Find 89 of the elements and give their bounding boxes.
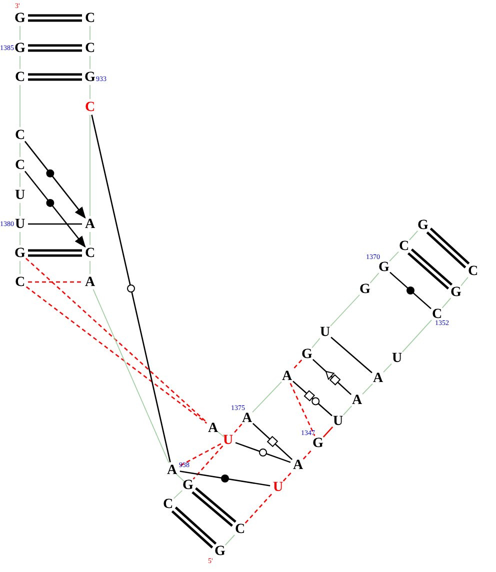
nucleotide-letter: C — [14, 128, 26, 142]
connector — [180, 470, 270, 486]
nucleotide-letter: U — [319, 324, 331, 340]
connector — [28, 223, 82, 225]
connector — [252, 422, 293, 460]
dashed-connector — [192, 446, 224, 480]
nucleotide-letter: A — [84, 216, 96, 232]
nucleotide-letter: G — [182, 478, 194, 492]
connector — [92, 288, 170, 464]
nucleotide-letter: C — [398, 238, 410, 254]
dashed-connector — [26, 286, 208, 424]
connector — [224, 534, 236, 546]
nucleotide-letter: A — [207, 420, 219, 436]
connector — [91, 114, 171, 462]
nucleotide-letter: C — [84, 10, 96, 26]
nucleotide-letter: U — [222, 432, 234, 448]
nucleotide-letter: C — [162, 496, 174, 512]
nucleotide-letter: C — [14, 158, 26, 172]
nucleotide-letter: G — [84, 70, 96, 84]
nucleotide-letter: U — [14, 188, 26, 202]
nucleotide-letter: G — [312, 436, 324, 450]
double-line — [191, 486, 237, 528]
dashed-connector — [232, 424, 242, 434]
connector — [216, 430, 224, 438]
dashed-connector — [28, 281, 82, 283]
connector — [330, 336, 372, 374]
connector — [292, 380, 332, 416]
nucleotide-letter: C — [14, 70, 26, 84]
double-line — [426, 227, 470, 269]
connector — [390, 272, 432, 310]
connector — [24, 170, 86, 248]
connector — [442, 298, 452, 308]
double-line — [26, 73, 84, 81]
nucleotide-letter: A — [281, 368, 293, 384]
dashed-connector — [290, 382, 316, 436]
nucleotide-letter: G — [14, 10, 26, 26]
connector — [322, 426, 334, 438]
connector — [460, 276, 468, 286]
nucleotide-letter: G — [301, 346, 313, 362]
nucleotide-letter: G — [14, 40, 26, 56]
nucleotide-letter: G — [450, 284, 462, 300]
connector — [342, 406, 352, 416]
nucleotide-letter: A — [166, 462, 178, 478]
double-line — [407, 248, 453, 290]
connector — [362, 383, 373, 395]
connector — [402, 320, 432, 352]
connector — [408, 230, 418, 240]
connector — [312, 358, 352, 396]
nucleotide-letter: U — [391, 350, 403, 366]
nucleotide-letter: C — [84, 40, 96, 56]
nucleotide-letter: U — [272, 480, 284, 494]
double-line — [171, 506, 217, 549]
nucleotide-letter: G — [214, 544, 226, 558]
dashed-connector — [282, 470, 294, 482]
connector — [175, 473, 185, 482]
double-line — [26, 44, 84, 52]
nucleotide-letter: G — [359, 282, 371, 296]
nucleotide-letter: C — [84, 100, 96, 114]
nucleotide-letter: A — [84, 274, 96, 290]
connector — [312, 338, 320, 348]
dashed-connector — [302, 448, 314, 460]
connector — [173, 490, 183, 499]
nucleotide-letter: A — [351, 392, 363, 408]
nucleotide-letter: U — [14, 216, 26, 232]
nucleotide-letter: G — [378, 260, 390, 274]
nucleotide-letter: A — [241, 410, 253, 426]
connector — [24, 140, 86, 219]
dashed-connector — [178, 443, 222, 467]
nucleotide-letter: A — [372, 370, 384, 386]
nucleotide-letter: C — [84, 246, 96, 260]
nucleotide-letter: U — [332, 414, 344, 428]
nucleotide-letter: C — [467, 264, 479, 278]
dashed-connector — [25, 258, 208, 424]
connector — [370, 272, 380, 284]
connector — [389, 251, 399, 262]
nucleotide-letter: G — [417, 218, 429, 232]
dashed-connector — [292, 359, 302, 371]
nucleotide-letter: C — [431, 306, 443, 322]
connector — [252, 381, 282, 413]
double-line — [26, 249, 84, 257]
nucleotide-letter: A — [292, 458, 304, 472]
nucleotide-letter: C — [14, 274, 26, 290]
double-line — [26, 14, 84, 22]
connector — [330, 294, 360, 327]
connector — [235, 442, 291, 463]
nucleotide-letter: G — [14, 246, 26, 260]
connector — [383, 363, 392, 373]
nucleotide-letter: C — [234, 522, 246, 536]
dashed-connector — [244, 492, 274, 524]
